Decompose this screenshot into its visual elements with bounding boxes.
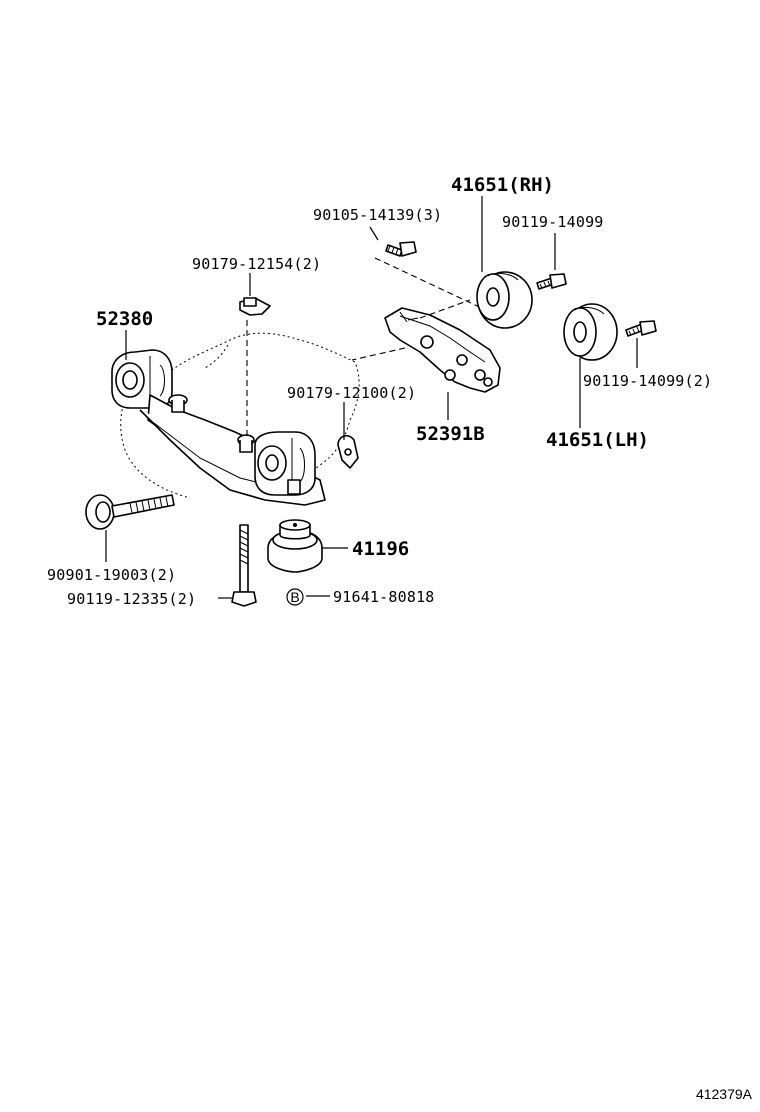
mount-41651-rh <box>476 271 533 329</box>
insulator-41196 <box>267 519 323 573</box>
leader-lines <box>105 196 638 599</box>
b-symbol: B <box>286 588 304 606</box>
dash-line-bolt-to-bracket <box>374 257 491 313</box>
label-90119-14099-lower: 90119-14099(2) <box>583 372 712 390</box>
bolt-90119-14099-lower <box>625 320 657 337</box>
label-90179-12154: 90179-12154(2) <box>192 255 321 273</box>
clip-nut-90179-12154 <box>239 297 271 316</box>
crossmember-52380 <box>111 349 326 506</box>
label-41651-rh: 41651(RH) <box>451 174 554 196</box>
label-90179-12100: 90179-12100(2) <box>287 384 416 402</box>
label-90119-12335: 90119-12335(2) <box>67 590 196 608</box>
reference-code: 412379A <box>696 1086 753 1102</box>
b-symbol-letter: B <box>290 589 299 605</box>
stud-bolt-90901-19003 <box>85 494 175 530</box>
label-52380: 52380 <box>96 308 153 330</box>
label-90119-14099-upper: 90119-14099 <box>502 213 604 231</box>
label-90105-14139: 90105-14139(3) <box>313 206 442 224</box>
bracket-52391b <box>384 307 501 393</box>
bolt-90119-12335 <box>231 524 257 607</box>
label-41651-lh: 41651(LH) <box>546 429 649 451</box>
dash-line-bracket-to-engine-b <box>419 299 471 319</box>
label-91641-80818: 91641-80818 <box>333 588 435 606</box>
bolt-90119-14099-upper <box>536 273 567 290</box>
label-41196: 41196 <box>352 538 409 560</box>
dash-line-bracket-to-engine <box>351 347 406 361</box>
label-52391b: 52391B <box>416 423 485 445</box>
mount-41651-lh <box>563 303 618 361</box>
differential-phantom-outline <box>120 332 360 499</box>
clip-90179-12100 <box>337 434 359 469</box>
label-90901-19003: 90901-19003(2) <box>47 566 176 584</box>
bolt-90105-14139 <box>385 241 417 257</box>
